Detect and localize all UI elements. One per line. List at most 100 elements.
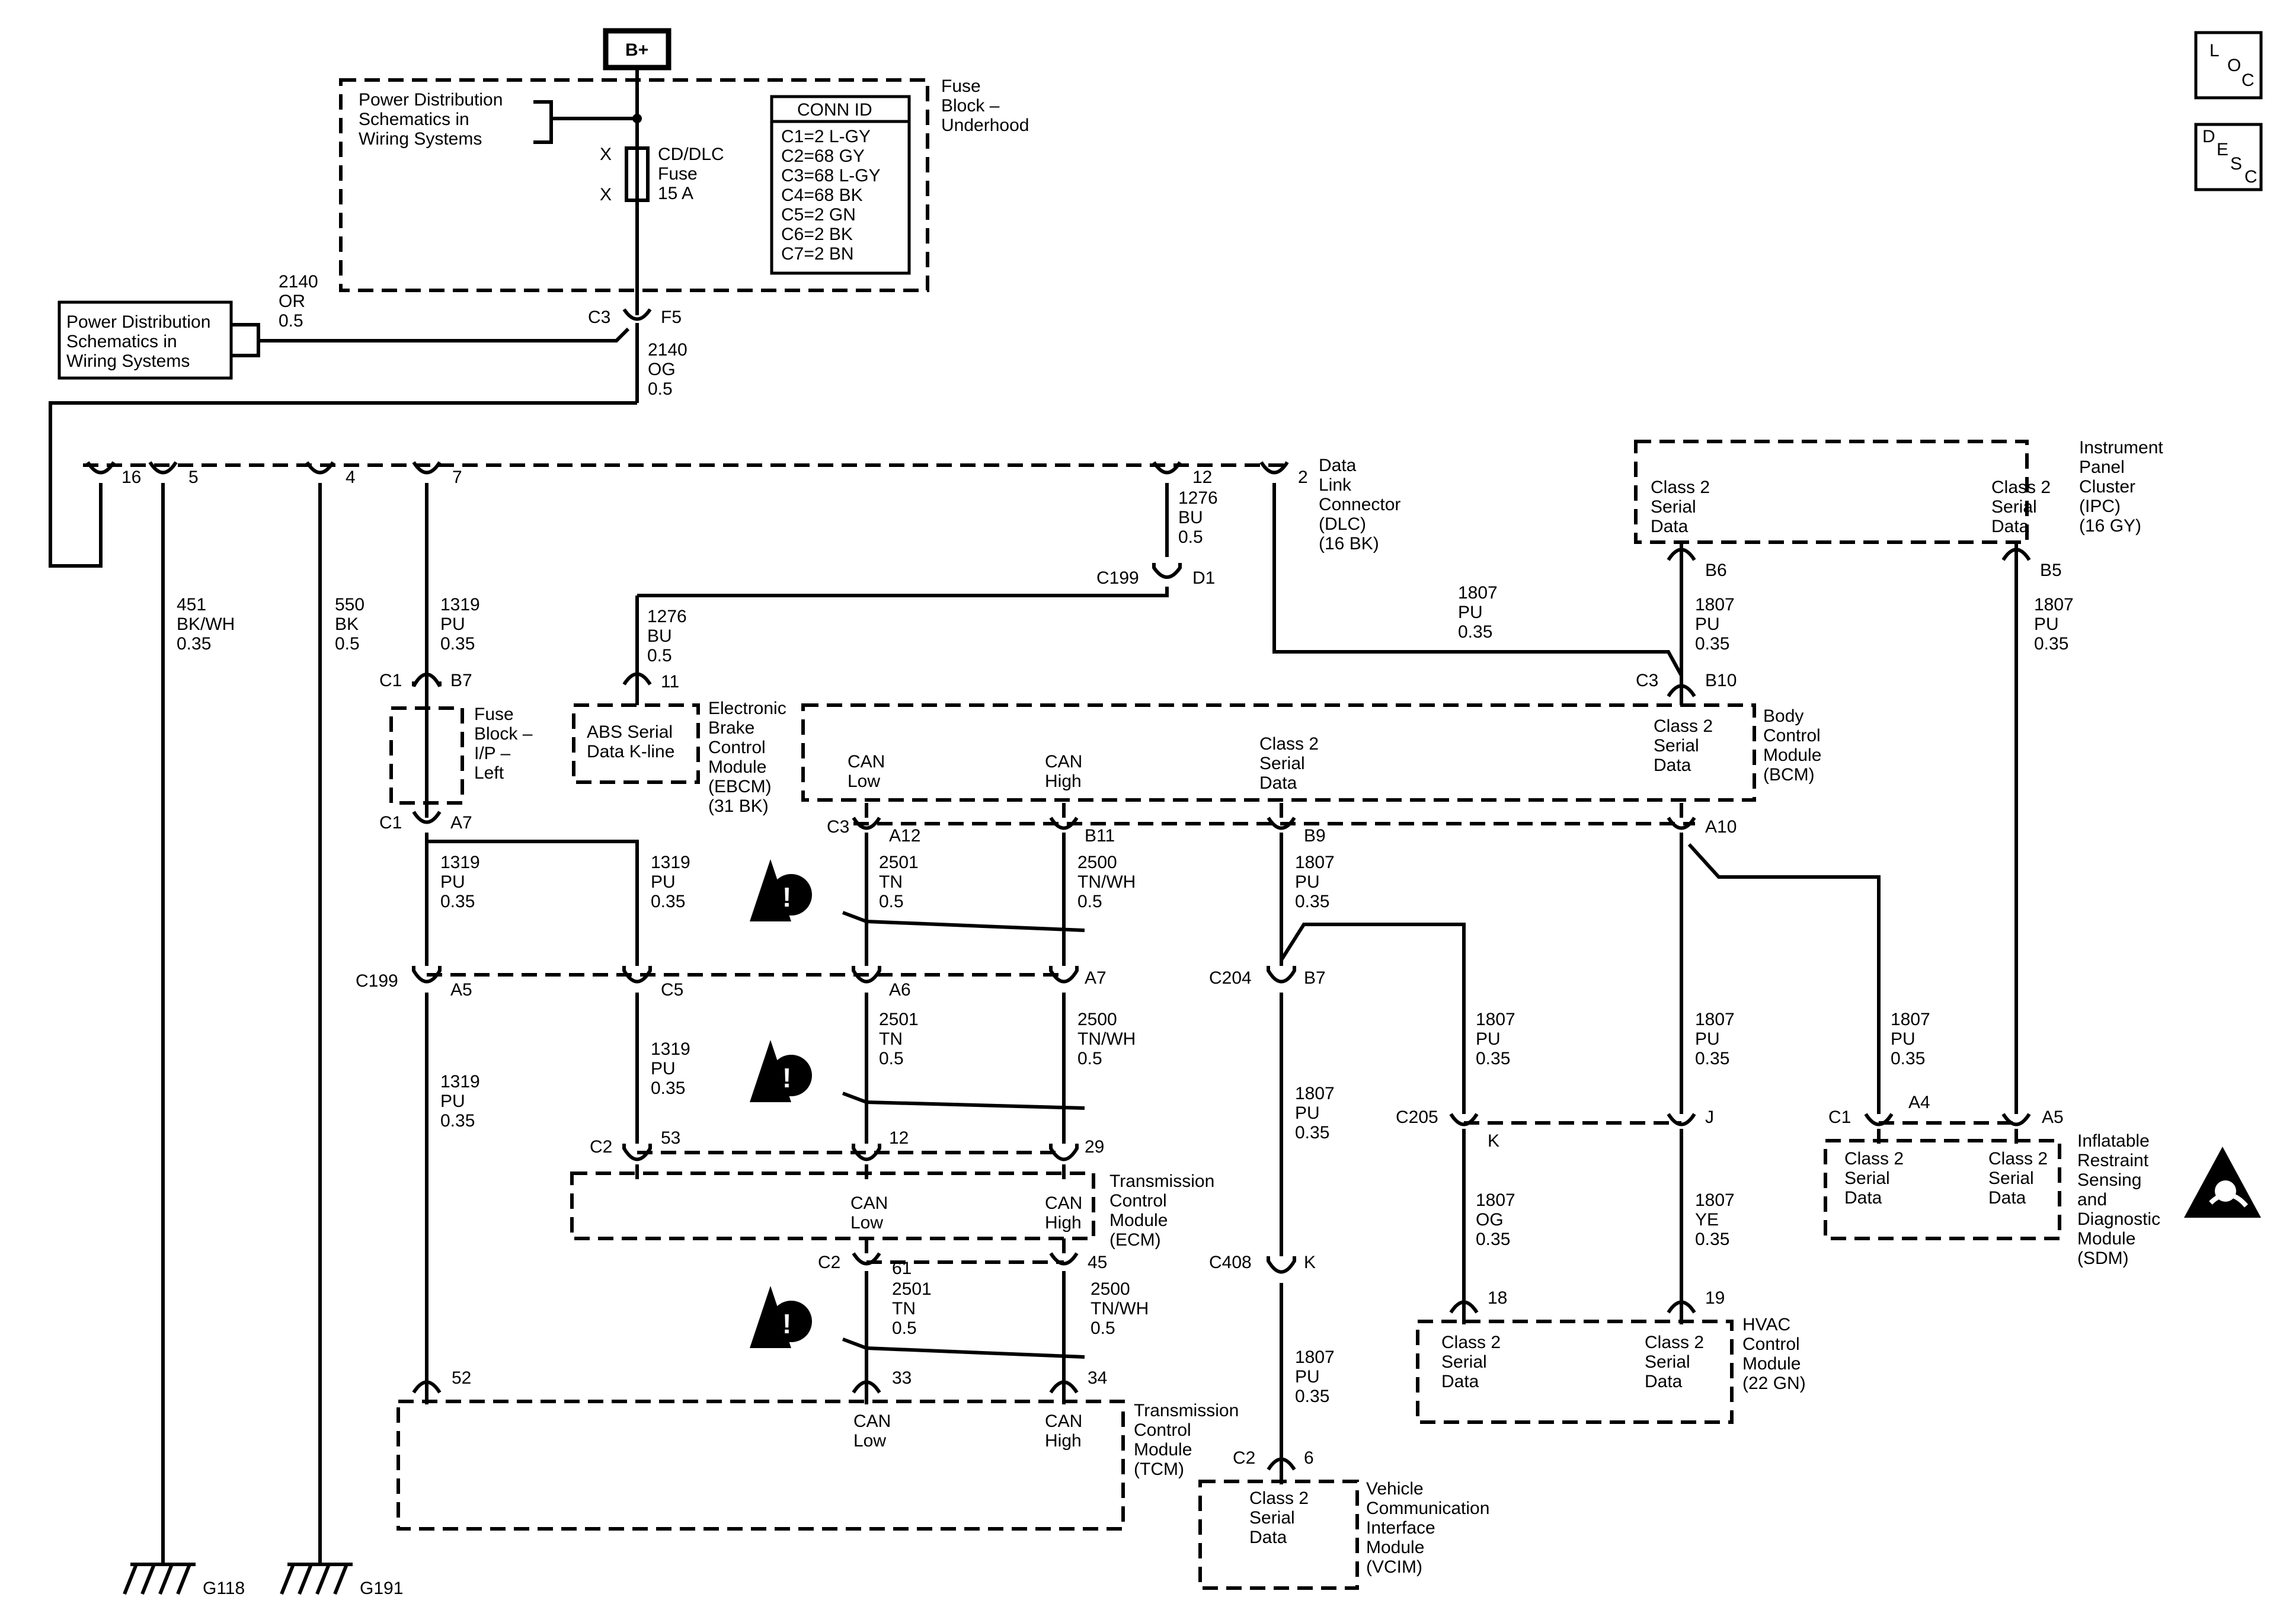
svg-text:High: High: [1045, 1431, 1082, 1451]
svg-text:PU: PU: [440, 1092, 465, 1111]
svg-text:Wiring Systems: Wiring Systems: [66, 351, 190, 371]
svg-text:Class 2: Class 2: [1654, 716, 1713, 736]
svg-text:0.5: 0.5: [1077, 1049, 1102, 1068]
svg-text:0.35: 0.35: [1476, 1230, 1510, 1249]
svg-text:TN: TN: [892, 1299, 916, 1318]
svg-text:1319: 1319: [440, 595, 480, 614]
svg-text:B7: B7: [450, 671, 472, 690]
svg-text:Fuse: Fuse: [941, 76, 981, 96]
svg-text:PU: PU: [1295, 872, 1320, 892]
svg-text:C5=2 GN: C5=2 GN: [781, 205, 856, 225]
svg-text:Data: Data: [1844, 1188, 1882, 1208]
svg-text:(ECM): (ECM): [1109, 1230, 1161, 1250]
svg-text:5: 5: [188, 468, 199, 487]
svg-text:Schematics in: Schematics in: [359, 110, 469, 129]
svg-text:Sensing: Sensing: [2077, 1170, 2141, 1190]
svg-text:53: 53: [661, 1128, 680, 1148]
svg-text:J: J: [1705, 1108, 1714, 1127]
svg-text:Vehicle: Vehicle: [1366, 1479, 1424, 1499]
svg-text:Class 2: Class 2: [1259, 734, 1319, 754]
svg-text:and: and: [2077, 1190, 2107, 1209]
dlc-pin-16: 16: [86, 461, 141, 487]
svg-text:BU: BU: [1178, 508, 1203, 527]
svg-text:HVAC: HVAC: [1742, 1315, 1790, 1334]
svg-text:0.5: 0.5: [1077, 892, 1102, 911]
svg-text:Serial: Serial: [1988, 1169, 2034, 1188]
svg-text:(31 BK): (31 BK): [708, 796, 769, 816]
svg-text:C3: C3: [588, 308, 610, 327]
svg-text:CONN ID: CONN ID: [797, 100, 872, 120]
svg-text:Module: Module: [1742, 1354, 1801, 1374]
svg-text:PU: PU: [1695, 614, 1720, 634]
pds-reference-left[interactable]: Power Distribution Schematics in Wiring …: [57, 300, 233, 380]
fuse-block-underhood-box: [339, 78, 929, 292]
hvac-module-box: Class 2 Serial Data Class 2 Serial Data: [1416, 1320, 1734, 1424]
svg-text:(IPC): (IPC): [2079, 497, 2121, 516]
svg-text:Instrument: Instrument: [2079, 438, 2163, 457]
svg-text:0.35: 0.35: [440, 634, 475, 654]
svg-text:Serial: Serial: [1651, 497, 1696, 517]
svg-text:Module: Module: [1366, 1538, 1424, 1557]
svg-text:C199: C199: [1096, 568, 1139, 588]
dlc-pin-4: 4: [305, 461, 356, 487]
ebcm-module-box: ABS Serial Data K-line: [572, 703, 700, 784]
warning-icon[interactable]: !: [750, 1286, 812, 1348]
svg-text:0.35: 0.35: [440, 1111, 475, 1131]
svg-text:550: 550: [335, 595, 364, 614]
ipc-module-box: Class 2 Serial Data Class 2 Serial Data: [1634, 440, 2051, 544]
svg-text:1807: 1807: [1458, 583, 1498, 603]
desc-button[interactable]: D E S C: [2194, 123, 2263, 191]
dlc-pin-2: 2: [1259, 461, 1308, 487]
svg-text:2140: 2140: [279, 272, 318, 292]
svg-text:C6=2 BK: C6=2 BK: [781, 225, 853, 244]
svg-text:C1: C1: [379, 813, 402, 833]
svg-text:1807: 1807: [1295, 853, 1335, 872]
pds-reference-top[interactable]: Power Distribution Schematics in Wiring …: [359, 90, 503, 149]
svg-text:Control: Control: [1134, 1420, 1191, 1440]
svg-text:0.5: 0.5: [879, 892, 904, 911]
svg-text:C2: C2: [590, 1137, 612, 1157]
svg-text:PU: PU: [1295, 1103, 1320, 1123]
svg-text:Inflatable: Inflatable: [2077, 1131, 2150, 1151]
svg-text:12: 12: [889, 1128, 909, 1148]
svg-text:TN/WH: TN/WH: [1077, 872, 1136, 892]
svg-text:B11: B11: [1085, 826, 1115, 846]
svg-text:Module: Module: [2077, 1229, 2135, 1249]
svg-text:Interface: Interface: [1366, 1518, 1435, 1538]
svg-text:PU: PU: [1295, 1367, 1320, 1387]
svg-text:BU: BU: [647, 626, 672, 646]
svg-text:1807: 1807: [1695, 1010, 1735, 1029]
svg-text:PU: PU: [2034, 614, 2059, 634]
svg-text:C3=68 L-GY: C3=68 L-GY: [781, 166, 881, 185]
svg-text:BK: BK: [335, 614, 359, 634]
svg-text:0.35: 0.35: [1695, 1230, 1729, 1249]
svg-text:0.35: 0.35: [177, 634, 211, 654]
svg-text:F5: F5: [661, 308, 682, 327]
svg-text:1807: 1807: [2034, 595, 2074, 614]
svg-text:C: C: [2244, 167, 2257, 187]
svg-text:L: L: [2209, 41, 2220, 60]
svg-text:(VCIM): (VCIM): [1366, 1557, 1422, 1577]
svg-text:S: S: [2230, 154, 2242, 174]
warning-icon[interactable]: !: [750, 859, 812, 921]
svg-text:Wiring Systems: Wiring Systems: [359, 129, 482, 149]
loc-button[interactable]: L O C: [2194, 31, 2263, 100]
svg-text:C204: C204: [1209, 968, 1252, 988]
svg-text:CAN: CAN: [1045, 1193, 1082, 1213]
warning-icon[interactable]: !: [750, 1040, 812, 1102]
ground-g191: G191: [280, 1563, 403, 1598]
svg-text:1807: 1807: [1891, 1010, 1930, 1029]
svg-text:X: X: [600, 145, 612, 164]
svg-text:TN: TN: [879, 1029, 903, 1049]
svg-text:0.5: 0.5: [335, 634, 360, 654]
svg-text:C1: C1: [1828, 1108, 1851, 1127]
svg-text:0.35: 0.35: [1458, 622, 1492, 642]
svg-text:1807: 1807: [1295, 1084, 1335, 1103]
svg-text:Data: Data: [1654, 756, 1691, 775]
svg-text:Diagnostic: Diagnostic: [2077, 1209, 2160, 1229]
svg-text:18: 18: [1488, 1288, 1507, 1308]
svg-text:Serial: Serial: [1991, 497, 2037, 517]
svg-text:Power Distribution: Power Distribution: [66, 312, 210, 332]
svg-text:0.35: 0.35: [1695, 1049, 1729, 1068]
svg-text:Class 2: Class 2: [1249, 1489, 1309, 1508]
